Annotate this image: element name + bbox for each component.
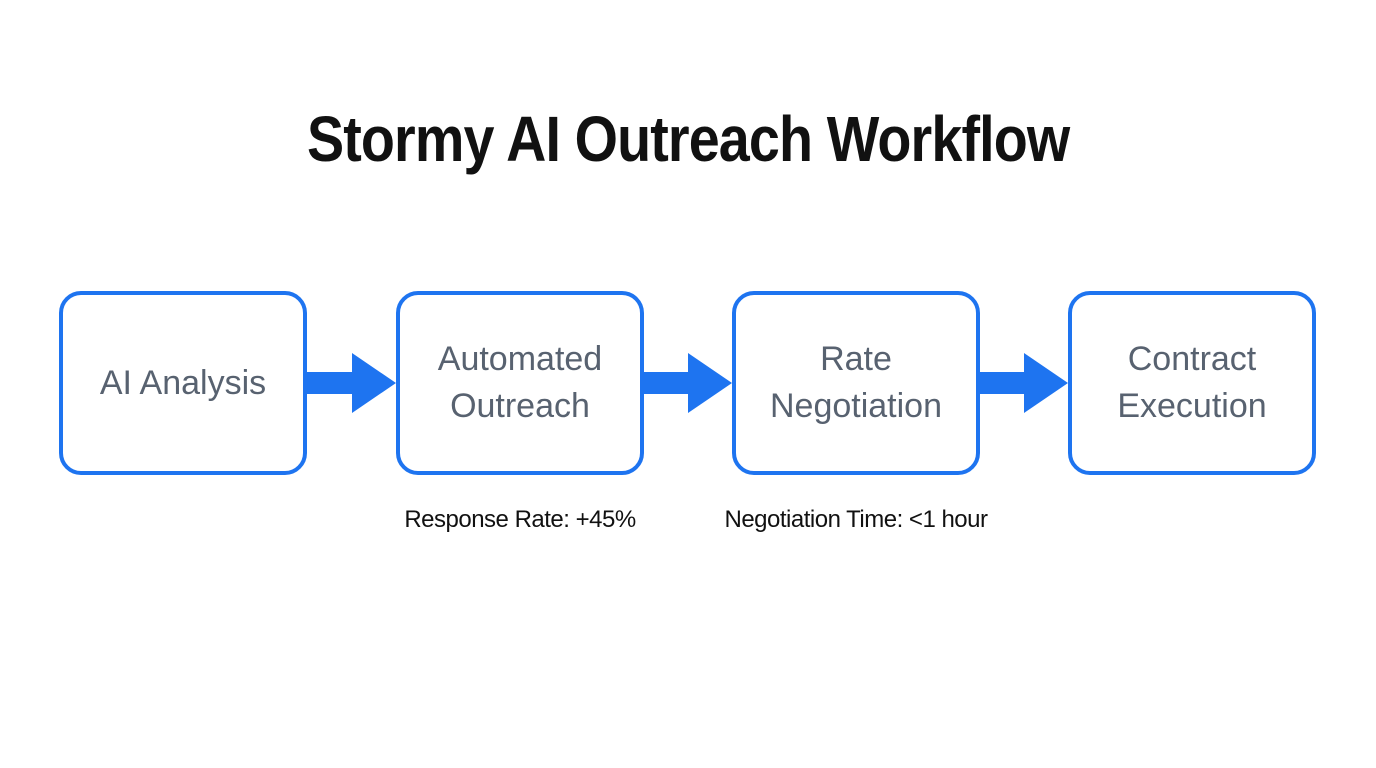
step-label: Automated Outreach <box>437 340 603 425</box>
metric-response-rate: Response Rate: +45% <box>404 506 636 533</box>
arrow-right-icon <box>980 353 1068 413</box>
metric-negotiation-time: Negotiation Time: <1 hour <box>724 506 989 533</box>
step-label: Contract Execution <box>1117 340 1267 425</box>
workflow-flow-row: AI Analysis Automated Outreach Rate Nego… <box>59 291 1316 475</box>
step-label: AI Analysis <box>99 363 267 402</box>
page-title: Stormy AI Outreach Workflow <box>0 101 1376 178</box>
arrow-right-icon <box>644 353 732 413</box>
step-box-contract-execution: Contract Execution <box>1068 291 1316 475</box>
step-label: Rate Negotiation <box>769 340 942 425</box>
step-box-automated-outreach: Automated Outreach <box>396 291 644 475</box>
arrow-right-icon <box>307 353 396 413</box>
page-title-text: Stormy AI Outreach Workflow <box>306 102 1070 175</box>
step-box-ai-analysis: AI Analysis <box>59 291 307 475</box>
step-box-rate-negotiation: Rate Negotiation <box>732 291 980 475</box>
